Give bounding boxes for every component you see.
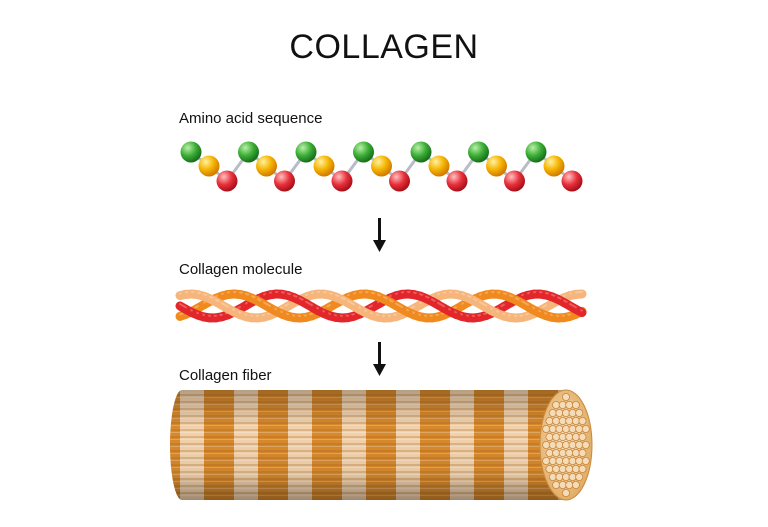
- red-amino-acid: [216, 170, 238, 192]
- red-amino-acid: [331, 170, 353, 192]
- green-amino-acid: [410, 141, 432, 163]
- yellow-amino-acid: [428, 155, 450, 177]
- down-arrow-icon: [373, 218, 386, 252]
- collagen-fiber-bundle: [170, 389, 593, 501]
- yellow-amino-acid: [198, 155, 220, 177]
- green-amino-acid: [180, 141, 202, 163]
- page-title: COLLAGEN: [289, 28, 479, 66]
- red-amino-acid: [389, 170, 410, 192]
- yellow-amino-acid: [256, 155, 277, 177]
- yellow-amino-acid: [543, 155, 565, 177]
- green-amino-acid: [468, 141, 489, 163]
- yellow-amino-acid: [371, 155, 392, 177]
- yellow-amino-acid: [486, 155, 507, 177]
- red-amino-acid: [274, 170, 295, 192]
- collagen-fiber-label: Collagen fiber: [179, 367, 272, 384]
- red-amino-acid: [504, 170, 525, 192]
- collagen-triple-helix: [175, 289, 587, 323]
- yellow-amino-acid: [313, 155, 335, 177]
- amino-acid-chain: [180, 141, 583, 192]
- green-amino-acid: [525, 141, 547, 163]
- green-amino-acid: [295, 141, 317, 163]
- green-amino-acid: [238, 141, 259, 163]
- red-amino-acid: [561, 170, 583, 192]
- amino-acid-sequence-label: Amino acid sequence: [179, 110, 323, 127]
- collagen-molecule-label: Collagen molecule: [179, 261, 303, 278]
- down-arrow-icon: [373, 342, 386, 376]
- red-amino-acid: [446, 170, 468, 192]
- green-amino-acid: [353, 141, 374, 163]
